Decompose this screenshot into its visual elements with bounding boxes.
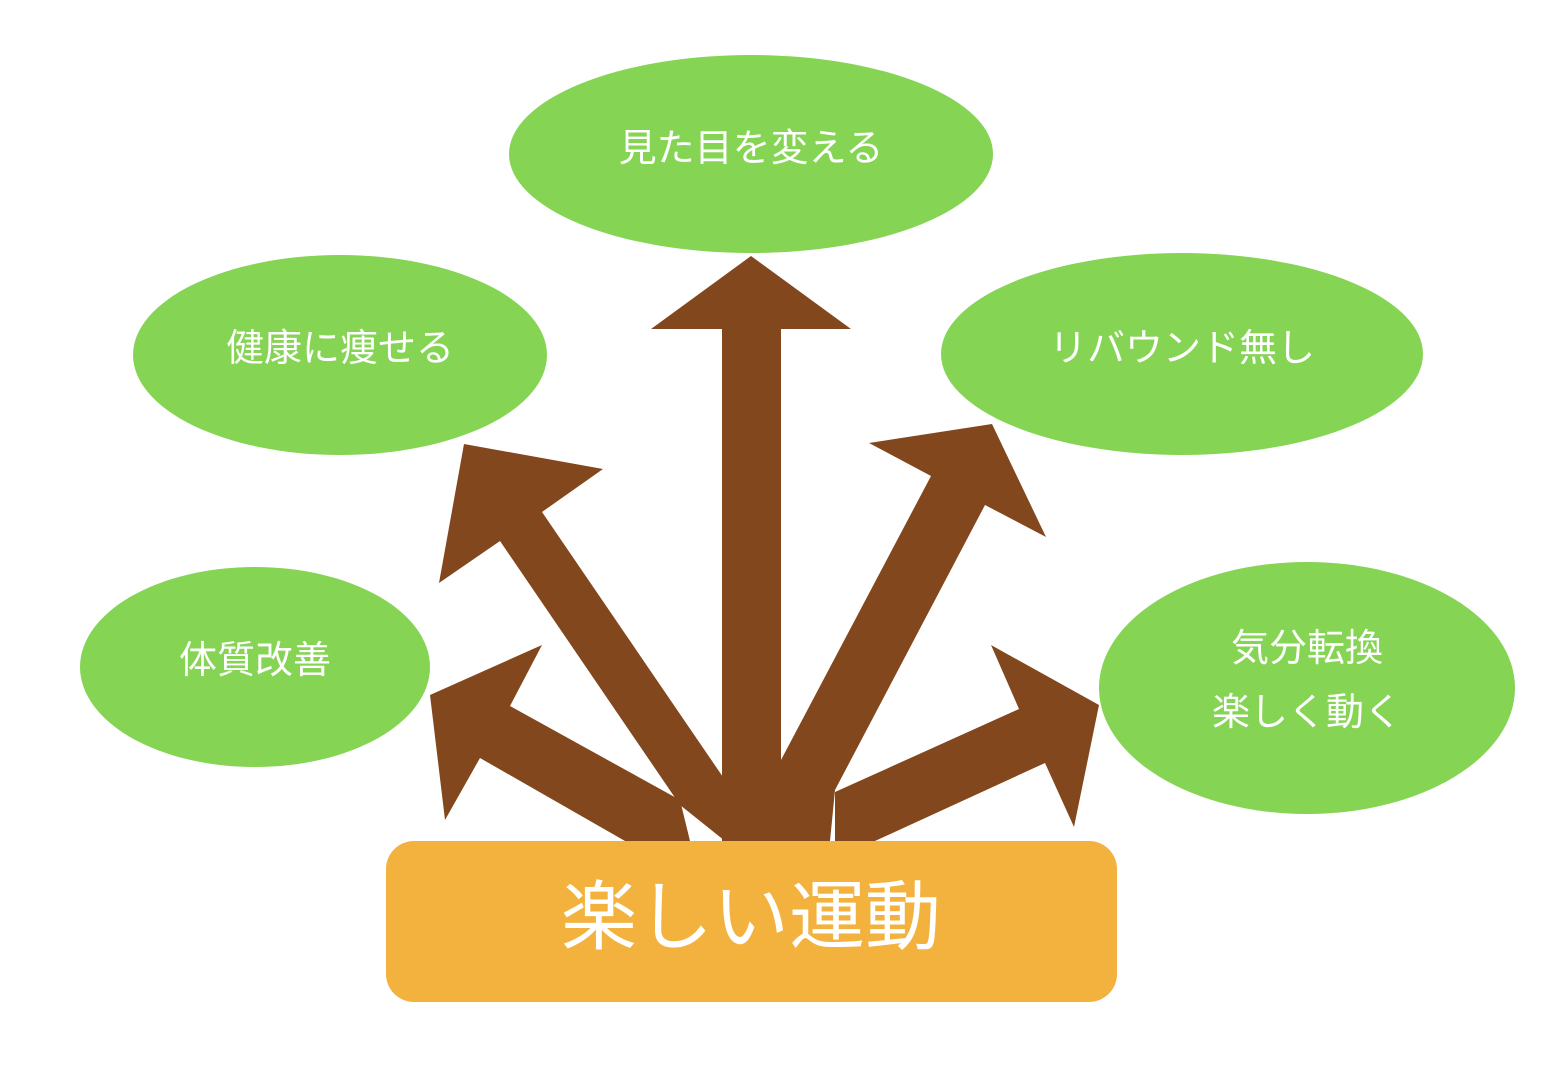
arrow-to-appearance xyxy=(651,256,851,841)
center-label: 楽しい運動 xyxy=(561,873,941,962)
arrows xyxy=(430,256,1099,841)
arrow-to-no-rebound xyxy=(781,424,1046,841)
goal-label-healthy-weight-loss: 健康に痩せる xyxy=(226,326,454,370)
goal-bubble-refresh xyxy=(1099,562,1515,814)
arrow-to-refresh xyxy=(835,645,1099,841)
goal-bubble-no-rebound xyxy=(941,253,1423,455)
goal-bubble-appearance xyxy=(509,55,993,253)
goal-bubble-constitution xyxy=(80,567,430,767)
arrow-to-healthy-weight-loss xyxy=(439,444,725,841)
goal-bubble-healthy-weight-loss xyxy=(133,255,547,455)
goal-label-no-rebound: リバウンド無し xyxy=(1049,326,1315,370)
arrow-to-constitution xyxy=(430,645,690,841)
goal-label-appearance: 見た目を変える xyxy=(619,126,884,170)
goal-label-constitution: 体質改善 xyxy=(179,638,331,682)
center-box xyxy=(386,841,1117,1002)
goal-label-refresh-line-2: 楽しく動く xyxy=(1212,690,1402,734)
goal-label-refresh-line-1: 気分転換 xyxy=(1231,626,1383,670)
